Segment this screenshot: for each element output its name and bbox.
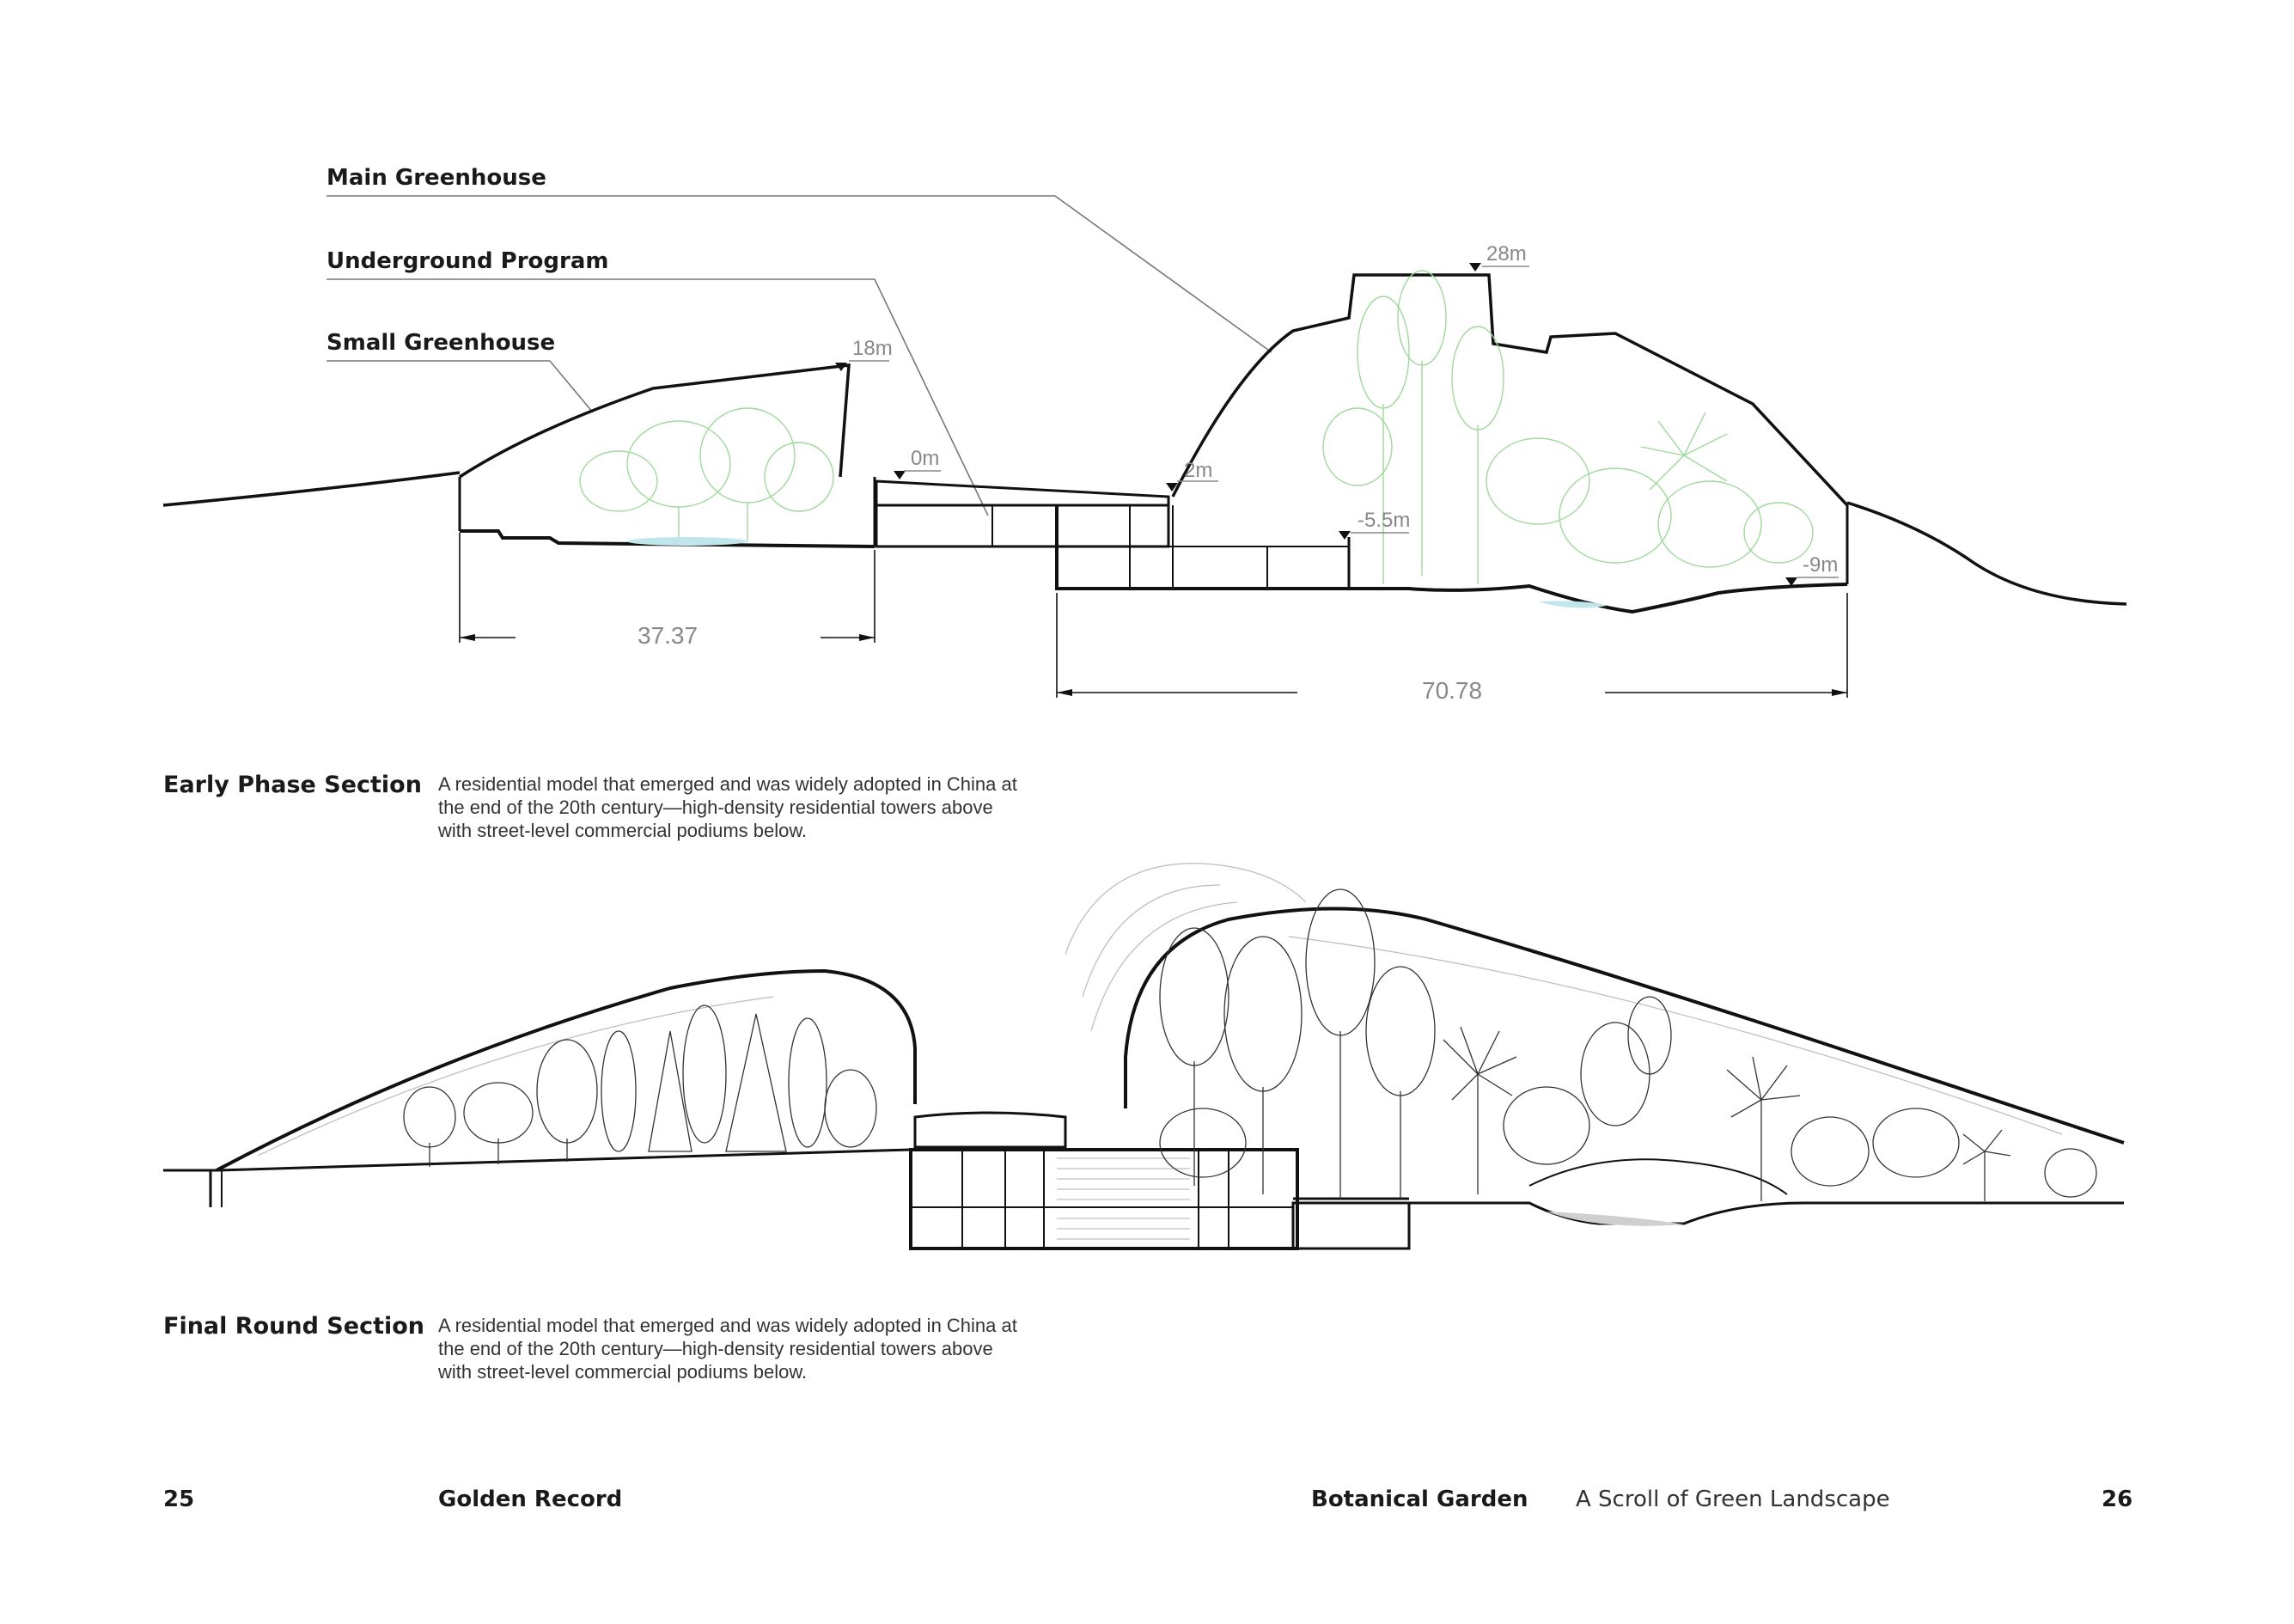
dimension-lines	[459, 533, 1848, 698]
right-section-name: Botanical Garden	[1311, 1487, 1528, 1512]
section-title-final: Final Round Section	[163, 1313, 425, 1340]
callout-main-greenhouse: Main Greenhouse	[326, 165, 546, 191]
elevation-neg-5-5m: -5.5m	[1357, 509, 1411, 532]
main-greenhouse-section	[1171, 270, 1849, 614]
final-right-dome-trees	[1159, 888, 2097, 1201]
leader-underground-program	[326, 278, 989, 516]
callout-small-greenhouse: Small Greenhouse	[326, 330, 556, 356]
section-description-early: A residential model that emerged and was…	[438, 773, 1017, 841]
elevation-18m: 18m	[852, 337, 893, 360]
right-page-number: 26	[2102, 1487, 2133, 1512]
small-greenhouse-vegetation	[579, 407, 834, 541]
leader-small-greenhouse	[326, 360, 594, 413]
final-round-section-drawing	[163, 863, 2125, 1250]
elevation-0m: 0m	[911, 447, 940, 470]
left-running-title: Golden Record	[438, 1487, 623, 1512]
small-greenhouse-section	[458, 363, 876, 548]
dimension-small-greenhouse: 37.37	[638, 622, 699, 649]
elevation-markers	[835, 263, 1797, 586]
right-subtitle: A Scroll of Green Landscape	[1576, 1487, 1890, 1512]
elevation-neg-9m: -9m	[1803, 553, 1839, 577]
elevation-28m: 28m	[1486, 242, 1527, 266]
underground-program-section	[875, 479, 1351, 590]
callout-leaders	[326, 195, 1272, 516]
main-greenhouse-vegetation	[1322, 270, 1814, 584]
section-description-final: A residential model that emerged and was…	[438, 1315, 1017, 1383]
leader-main-greenhouse	[326, 195, 1272, 353]
dimension-main-greenhouse: 70.78	[1422, 677, 1483, 704]
elevation-2m: 2m	[1184, 459, 1213, 482]
section-title-early: Early Phase Section	[163, 772, 422, 798]
left-page-number: 25	[163, 1487, 195, 1512]
final-left-dome-trees	[403, 1004, 877, 1167]
callout-underground-program: Underground Program	[326, 248, 609, 274]
